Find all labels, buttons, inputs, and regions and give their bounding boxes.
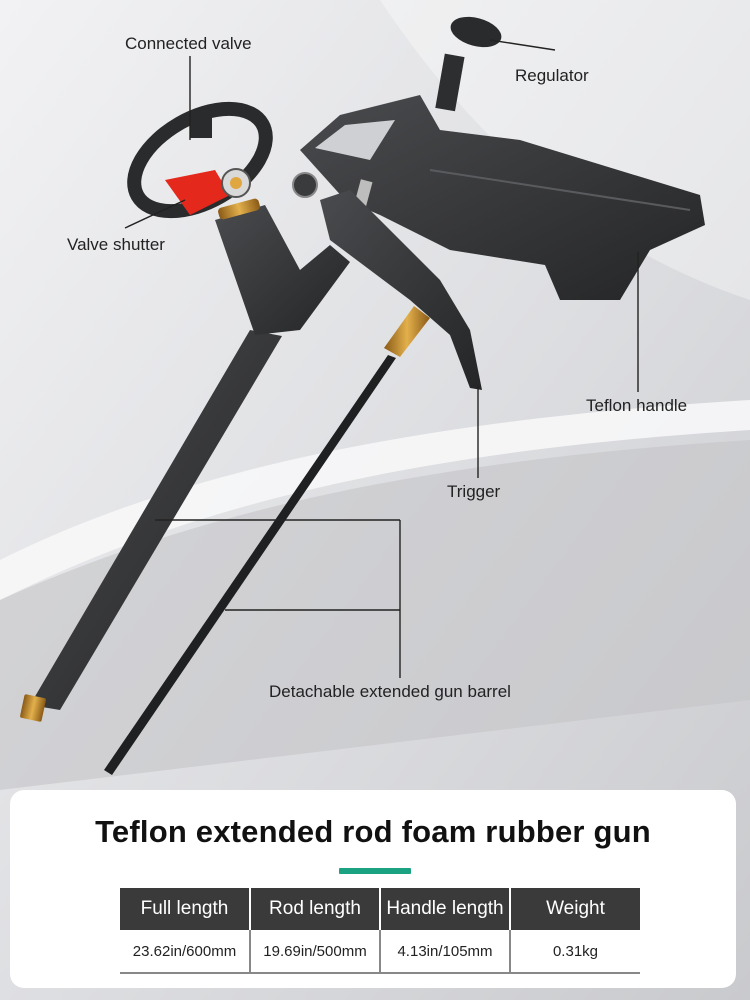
callout-teflon-handle: Teflon handle — [586, 396, 688, 415]
spec-value-row: 23.62in/600mm 19.69in/500mm 4.13in/105mm… — [120, 930, 640, 974]
spec-header-full-length: Full length — [120, 888, 251, 930]
spec-value-handle-length: 4.13in/105mm — [379, 930, 510, 974]
callout-barrel: Detachable extended gun barrel — [269, 682, 511, 701]
detachable-rod-image — [104, 306, 430, 775]
spec-header-rod-length: Rod length — [250, 888, 381, 930]
spec-value-full-length: 23.62in/600mm — [120, 930, 250, 974]
spec-panel: Teflon extended rod foam rubber gun Full… — [10, 790, 736, 988]
trigger-image — [320, 190, 482, 390]
spec-header-weight: Weight — [510, 888, 640, 930]
spec-value-weight: 0.31kg — [509, 930, 640, 974]
handle-image — [292, 95, 705, 300]
accent-bar — [339, 868, 411, 874]
callout-connected-valve: Connected valve — [125, 34, 252, 53]
callout-regulator: Regulator — [515, 66, 589, 85]
callout-valve-shutter: Valve shutter — [67, 235, 165, 254]
spec-header-row: Full length Rod length Handle length Wei… — [120, 888, 640, 930]
nozzle-image — [384, 306, 430, 357]
product-title: Teflon extended rod foam rubber gun — [95, 814, 651, 849]
spec-header-handle-length: Handle length — [380, 888, 511, 930]
callout-trigger: Trigger — [447, 482, 501, 501]
spec-table: Full length Rod length Handle length Wei… — [120, 888, 640, 974]
valve-image — [127, 101, 273, 220]
regulator-knob-image — [435, 16, 502, 112]
spec-value-rod-length: 19.69in/500mm — [249, 930, 380, 974]
